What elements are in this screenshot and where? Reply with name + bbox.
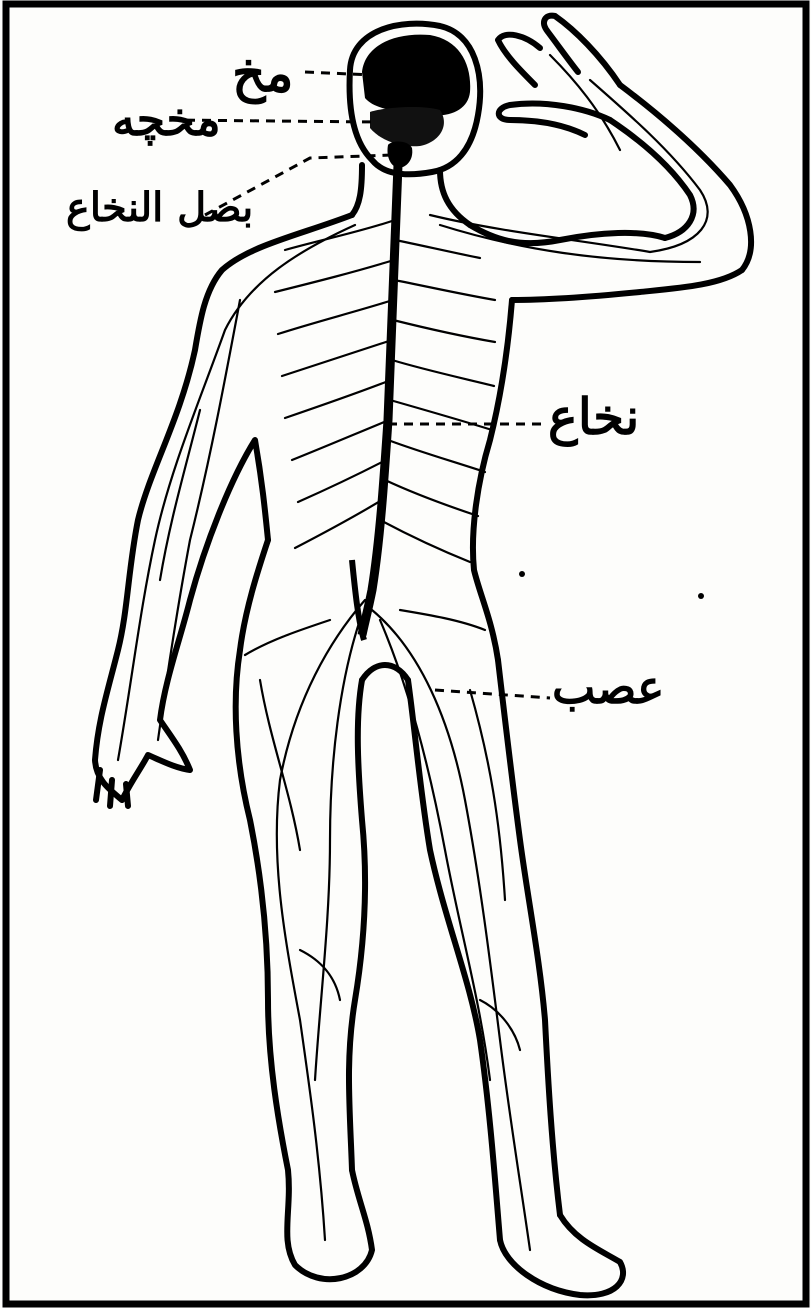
label-nerve: عصب — [552, 664, 665, 710]
ink-speck — [698, 593, 704, 599]
brain-mass — [362, 35, 470, 168]
ink-speck — [519, 571, 525, 577]
label-medulla-oblongata: بصل النخاع — [66, 188, 253, 228]
spinal-cord — [352, 165, 398, 640]
label-spinal-cord: نخاع — [548, 392, 639, 442]
label-cerebellum: مخچه — [112, 96, 221, 142]
leader-line-nerve — [435, 690, 550, 698]
leader-line-brain — [305, 72, 372, 75]
label-brain: مخ — [232, 48, 293, 100]
